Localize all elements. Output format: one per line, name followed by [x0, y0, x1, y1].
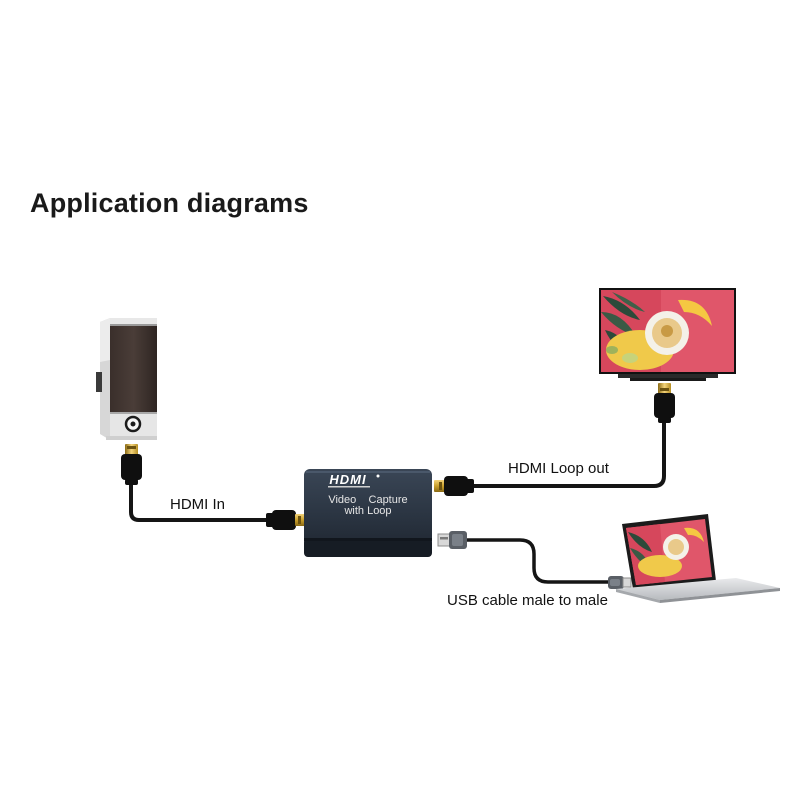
hdmi-plug-icon	[434, 476, 474, 496]
laptop-icon	[616, 514, 780, 603]
video-capture-device: HDMI Video Capture with Loop	[304, 469, 432, 557]
tv-monitor-icon	[599, 288, 736, 381]
device-label-line2: with Loop	[343, 505, 391, 517]
hdmi-plug-icon	[654, 383, 675, 423]
hdmi-plug-icon	[266, 510, 306, 530]
hdmi-in-cable	[129, 474, 274, 522]
usb-plug-icon	[608, 576, 632, 589]
hdmi-loop-out-label: HDMI Loop out	[508, 460, 609, 477]
usb-plug-icon	[437, 531, 467, 549]
hdmi-plug-icon	[121, 444, 142, 485]
device-logo: HDMI	[329, 472, 366, 487]
device-label-line1: Video Capture	[328, 494, 407, 506]
hdmi-loop-out-cable	[466, 418, 666, 488]
desktop-pc-icon	[96, 318, 157, 440]
usb-cable-label: USB cable male to male	[447, 592, 608, 609]
page-title: Application diagrams	[30, 188, 309, 218]
hdmi-in-label: HDMI In	[170, 496, 226, 513]
usb-cable	[464, 538, 614, 584]
